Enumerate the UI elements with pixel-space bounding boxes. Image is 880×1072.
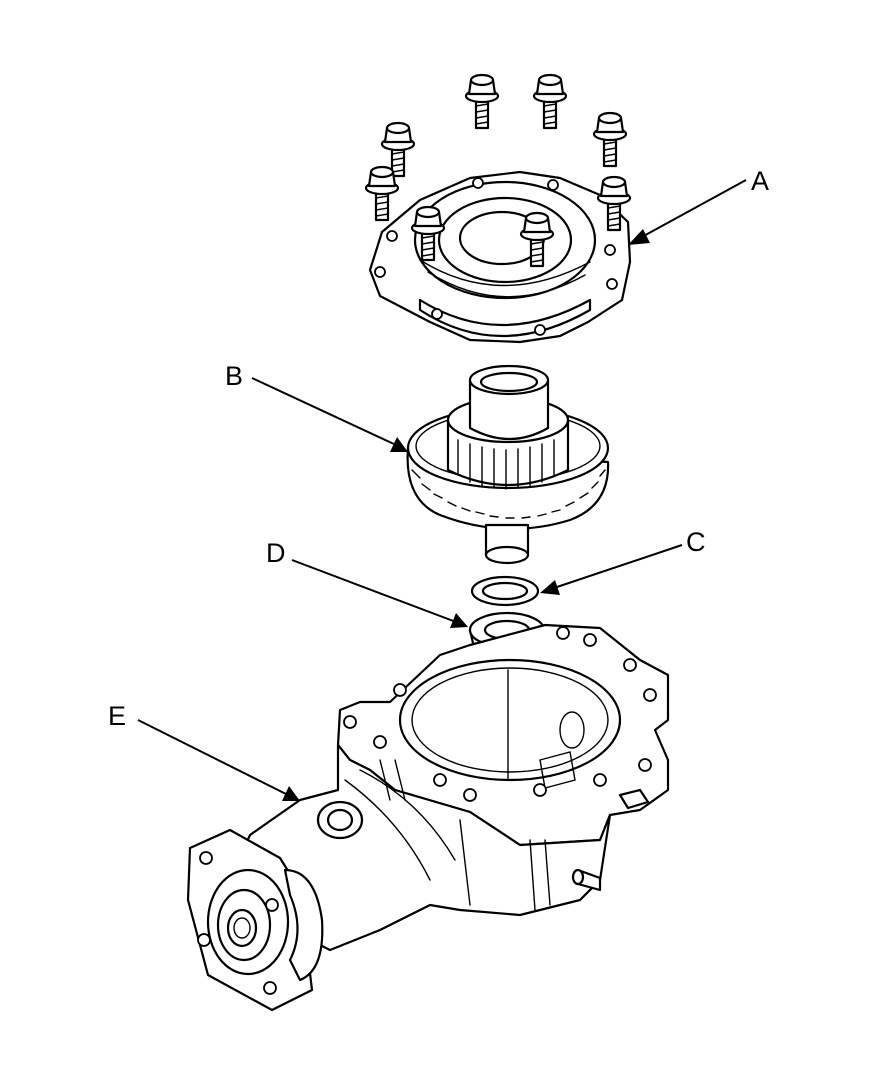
bolt bbox=[364, 165, 400, 222]
callout-d: D bbox=[266, 538, 468, 628]
callout-label: B bbox=[225, 361, 243, 391]
bolt bbox=[592, 111, 628, 168]
leader-line bbox=[639, 179, 747, 239]
arrowhead bbox=[282, 786, 300, 801]
callout-e: E bbox=[108, 701, 300, 801]
bolt bbox=[519, 211, 555, 268]
part-a-cover bbox=[368, 170, 632, 344]
bolt bbox=[464, 73, 500, 130]
bolt bbox=[380, 121, 416, 178]
callout-label: E bbox=[108, 701, 126, 731]
callout-label: C bbox=[686, 527, 706, 557]
part-a-bolts bbox=[364, 73, 632, 268]
bolt bbox=[532, 73, 568, 130]
arrowhead bbox=[450, 613, 468, 628]
leader-line bbox=[137, 719, 289, 796]
callout-label: A bbox=[751, 166, 769, 196]
bolt bbox=[596, 175, 632, 232]
callout-c: C bbox=[540, 527, 706, 595]
callout-a: A bbox=[628, 166, 769, 245]
part-b-gear bbox=[406, 364, 610, 565]
part-e-housing bbox=[186, 623, 670, 1012]
arrowhead bbox=[628, 229, 650, 245]
bolt bbox=[410, 205, 446, 262]
callout-label: D bbox=[266, 538, 286, 568]
arrowhead bbox=[540, 580, 560, 595]
arrowhead bbox=[390, 437, 408, 452]
leader-line bbox=[251, 377, 397, 446]
part-c-washer bbox=[470, 575, 540, 607]
callout-b: B bbox=[225, 361, 408, 452]
leader-line bbox=[553, 544, 683, 589]
leader-line bbox=[291, 559, 457, 623]
